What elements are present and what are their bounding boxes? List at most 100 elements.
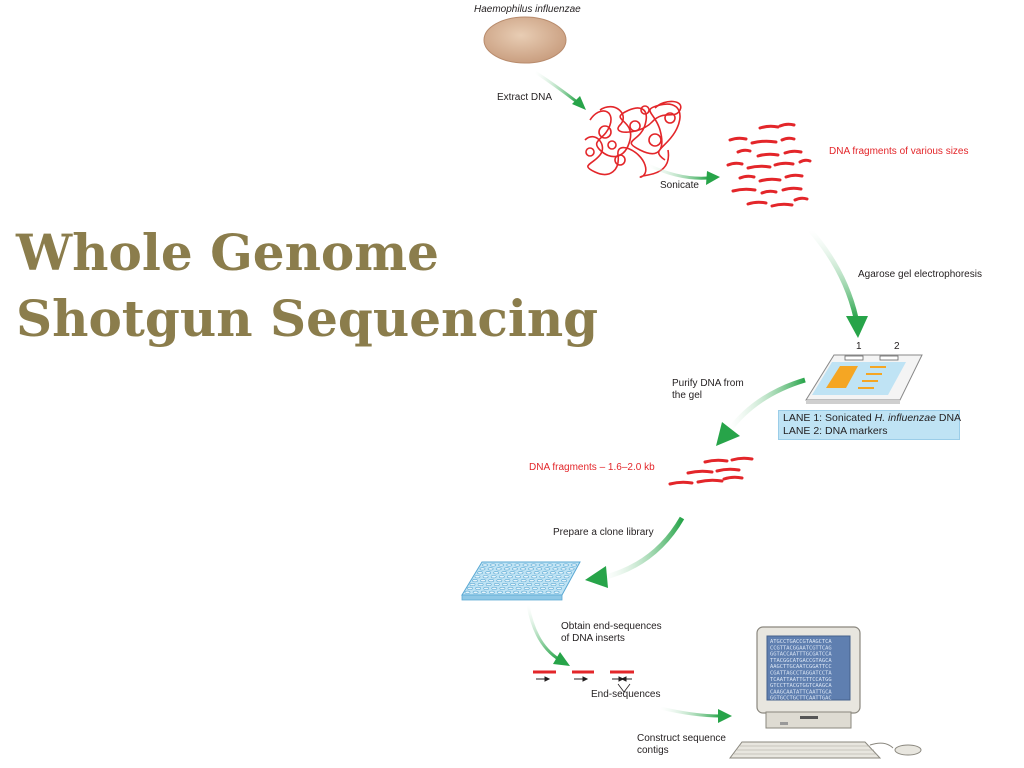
plate-well — [506, 575, 513, 579]
lane-legend-1-organism: H. influenzae — [874, 412, 936, 424]
dna-fragment — [731, 187, 757, 193]
plate-well — [521, 590, 528, 594]
dna-fragment — [668, 480, 694, 486]
plate-well — [475, 586, 481, 590]
gel-plate — [805, 354, 923, 404]
plate-well — [545, 590, 552, 594]
plate-well — [558, 571, 564, 575]
plate-well — [496, 590, 503, 594]
dna-fragment — [746, 200, 768, 206]
plate-well — [498, 575, 505, 579]
plate-well — [506, 563, 513, 567]
plate-well — [488, 590, 495, 594]
lane-legend: LANE 1: Sonicated H. influenzae DNA LANE… — [778, 410, 961, 440]
dna-fragment — [778, 122, 796, 128]
plate-well — [501, 571, 508, 575]
plate-well — [523, 586, 530, 590]
plate-well — [501, 582, 508, 586]
plate-well — [491, 586, 498, 590]
plate-well — [553, 590, 560, 594]
label-construct-line-2: contigs — [637, 745, 669, 756]
label-fragments-size: DNA fragments – 1.6–2.0 kb — [529, 462, 655, 473]
plate-well — [563, 563, 569, 567]
plate-well — [512, 567, 518, 571]
plate-well — [503, 567, 510, 571]
lane-legend-2: LANE 2: DNA markers — [783, 425, 888, 437]
arrow-construct-contigs — [659, 706, 732, 723]
plate-well — [496, 579, 503, 583]
plate-well — [556, 586, 562, 590]
label-purify: Purify DNA from the gel — [672, 378, 744, 402]
arrow-extract-dna — [534, 70, 586, 110]
plate-well — [553, 579, 559, 583]
dna-fragment — [798, 158, 812, 164]
gel-lane-1-smear — [826, 366, 858, 388]
plate-well — [477, 582, 484, 586]
label-lane-number-1: 1 — [856, 341, 862, 352]
plate-well — [542, 582, 549, 586]
plate-well — [485, 582, 492, 586]
label-clone-library: Prepare a clone library — [553, 527, 654, 538]
arrow-end-sequences — [526, 604, 570, 666]
plate-well — [493, 582, 500, 586]
plate-well — [555, 575, 562, 579]
plate-well — [512, 579, 519, 583]
dna-fragment — [783, 149, 803, 155]
plate-well — [533, 571, 540, 575]
plate-well — [515, 575, 521, 579]
arrow-agarose-gel — [808, 228, 868, 338]
plate-well — [483, 586, 490, 590]
plate-well — [566, 571, 572, 575]
label-construct-line-1: Construct sequence — [637, 733, 726, 744]
screen-sequence-line: GGTGCCTGCTTCAATTGAC — [770, 696, 832, 702]
plate-well — [552, 567, 559, 571]
label-lane-number-2: 2 — [894, 341, 900, 352]
dna-fragment — [793, 196, 809, 202]
plate-well — [523, 575, 529, 579]
plate-well — [515, 586, 522, 590]
plate-well — [514, 563, 521, 567]
microtiter-plate — [461, 561, 581, 601]
screen-sequence-line: AAGCTTGCAATCGGATTCC — [770, 664, 832, 670]
plate-well — [550, 571, 556, 575]
plate-well — [504, 579, 511, 583]
title-line-1: Whole Genome — [16, 223, 439, 282]
plate-well — [513, 590, 519, 594]
screen-sequence-line: CGATTAGCCTAGGATCCTA — [770, 671, 832, 677]
dna-fragment — [750, 139, 778, 145]
plate-well — [499, 586, 506, 590]
dna-fragment — [780, 136, 796, 142]
lane-legend-1-prefix: LANE 1: Sonicated — [783, 412, 875, 424]
screen-sequence-line: CCGTTACGGAATCGTTCAG — [770, 645, 832, 651]
plate-well — [467, 586, 473, 590]
plate-well — [469, 582, 476, 586]
screen-sequence-line: TCAATTAATTGTTCCATGG — [770, 677, 832, 683]
plate-well — [558, 582, 565, 586]
plate-well — [520, 567, 526, 571]
dna-inserts — [533, 670, 634, 693]
plate-well — [545, 579, 551, 583]
plate-well — [541, 571, 548, 575]
dna-fragment — [726, 161, 744, 167]
plate-well — [487, 567, 494, 571]
arrow-purify — [716, 377, 806, 446]
title-line-2: Shotgun Sequencing — [16, 289, 599, 348]
plate-well — [479, 567, 486, 571]
plate-well — [563, 575, 570, 579]
plate-well — [509, 571, 516, 575]
arrow-clone-library — [585, 516, 685, 588]
dna-fragment — [758, 124, 780, 130]
label-purify-line-2: the gel — [672, 390, 703, 401]
dna-fragment — [784, 173, 804, 179]
page-title: Whole Genome Shotgun Sequencing — [16, 220, 598, 352]
plate-well — [534, 582, 541, 586]
plate-well — [528, 579, 535, 583]
plate-well — [464, 590, 471, 594]
dna-fragment — [722, 475, 744, 481]
plate-well — [530, 563, 537, 567]
dna-fragment — [686, 469, 714, 475]
plate-well — [520, 579, 527, 583]
plate-well — [555, 563, 561, 567]
dna-fragment — [696, 478, 724, 484]
tangled-genomic-dna — [584, 100, 682, 178]
